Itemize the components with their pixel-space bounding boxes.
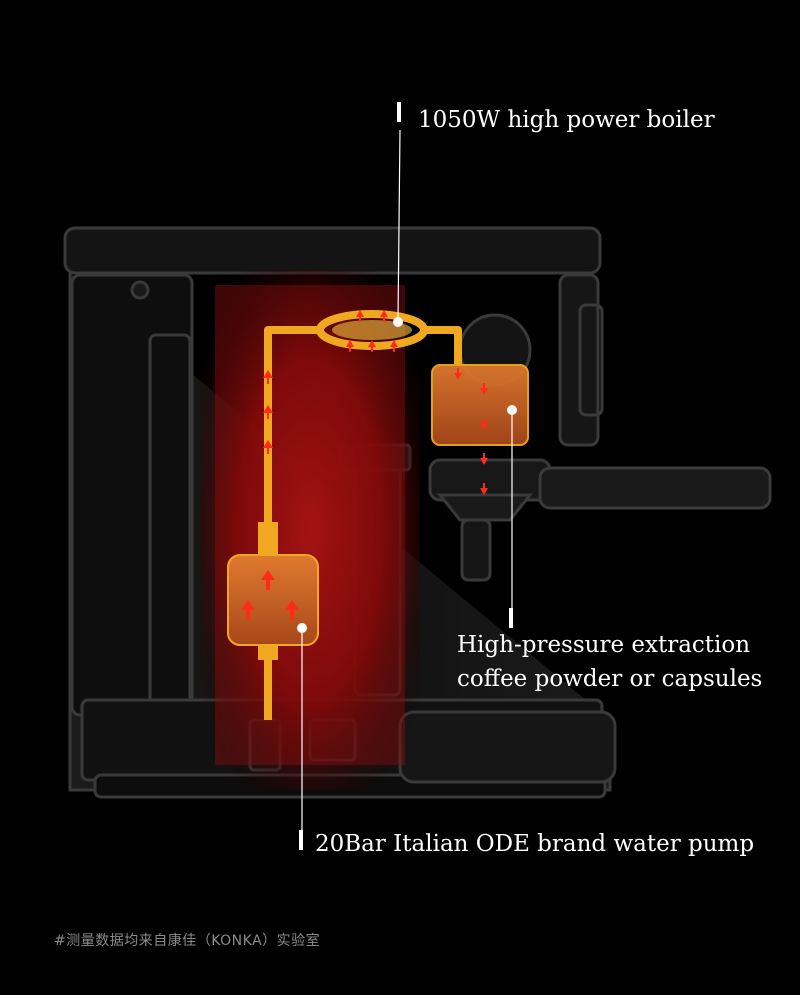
pump-label: 20Bar Italian ODE brand water pump xyxy=(315,831,755,857)
boiler-label-tick xyxy=(397,102,401,122)
arrow-up xyxy=(263,405,273,419)
extraction-label-tick xyxy=(509,608,513,628)
boiler-marker-dot xyxy=(393,317,403,327)
lab-footnote: #测量数据均来自康佳（KONKA）实验室 xyxy=(54,933,321,949)
arrow-up xyxy=(263,440,273,454)
arrow-up xyxy=(390,340,398,352)
extraction-label-line1: High-pressure extraction xyxy=(457,632,751,658)
arrow-up xyxy=(380,310,388,322)
brew-head-block xyxy=(431,364,529,446)
arrow-up xyxy=(356,310,364,322)
boiler-ring xyxy=(332,320,412,340)
arrow-up xyxy=(241,600,255,620)
arrow-up xyxy=(346,340,354,352)
extraction-label-line2: coffee powder or capsules xyxy=(457,666,763,692)
extraction-marker-dot xyxy=(507,405,517,415)
arrow-up xyxy=(263,370,273,384)
leader-lines xyxy=(301,129,513,836)
arrow-up xyxy=(261,570,275,590)
arrow-down xyxy=(480,383,488,395)
arrow-up xyxy=(368,340,376,352)
heat-glow xyxy=(200,270,420,790)
flow-arrows xyxy=(241,310,488,620)
heat-glow-core xyxy=(215,285,405,765)
pump-marker-dot xyxy=(297,623,307,633)
boiler-label: 1050W high power boiler xyxy=(418,107,715,133)
arrow-down xyxy=(480,418,488,430)
arrow-up xyxy=(285,600,299,620)
water-pump-block xyxy=(227,554,319,646)
arrow-down xyxy=(480,483,488,495)
arrow-down xyxy=(480,453,488,465)
pump-connector-top xyxy=(258,522,278,560)
arrow-down xyxy=(454,368,462,380)
pump-label-tick xyxy=(299,830,303,850)
